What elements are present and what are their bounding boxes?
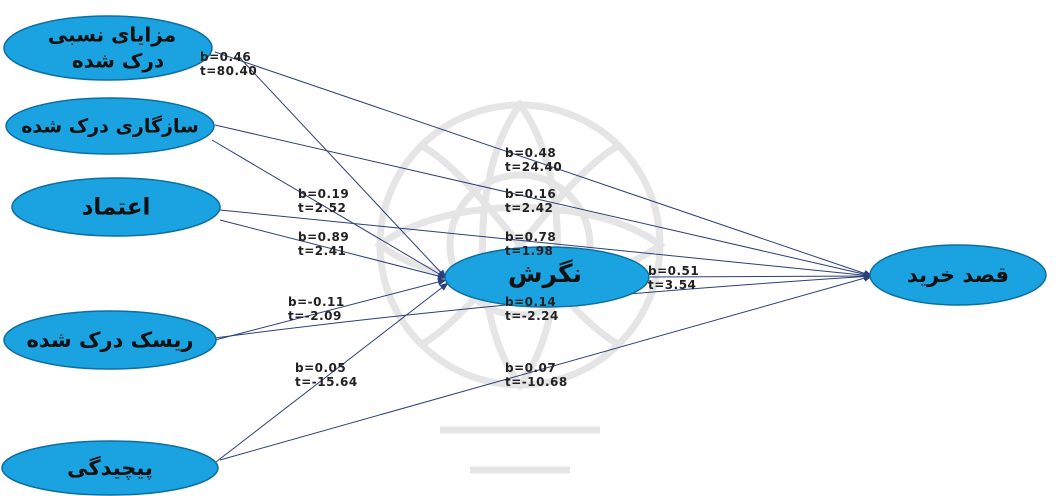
- coef-b-compatibility-intention: b=0.16: [505, 187, 556, 201]
- coef-t-trust-attitude: t=2.41: [298, 244, 346, 258]
- coef-t-compatibility-intention: t=2.42: [505, 201, 553, 215]
- coef-t-compatibility-attitude: t=2.52: [298, 201, 346, 215]
- edge-risk-attitude: [214, 278, 447, 341]
- node-attitude: نگرش: [444, 246, 650, 308]
- coef-b-complexity-attitude: b=0.05: [295, 361, 346, 375]
- node-label-compatibility: سازگاری درک شده: [21, 115, 199, 138]
- coef-t-risk-attitude: t=-2.09: [288, 309, 342, 323]
- node-label-perceived-risk: ریسک درک شده: [26, 328, 193, 352]
- edge-attitude-intention: [649, 272, 873, 280]
- coef-t-relative-advantage-attitude: t=80.40: [200, 64, 257, 78]
- coef-b-relative-advantage-attitude: b=0.46: [200, 50, 251, 64]
- edge-relative-advantage-attitude: [239, 57, 447, 279]
- coef-t-attitude-intention: t=3.54: [648, 278, 696, 292]
- node-label-attitude: نگرش: [508, 259, 582, 289]
- coef-t-risk-intention: t=-2.24: [505, 309, 559, 323]
- node-label-relative-advantage-line1: مزایای نسبی: [48, 23, 176, 47]
- coef-b-trust-attitude: b=0.89: [298, 230, 349, 244]
- node-perceived-risk: ریسک درک شده: [3, 310, 217, 370]
- edge-compatibility-intention: [214, 124, 873, 278]
- edge-complexity-intention: [219, 274, 873, 461]
- node-label-trust: اعتماد: [82, 195, 151, 221]
- node-purchase-intention: قصد خرید: [869, 244, 1047, 306]
- edge-complexity-attitude: [211, 282, 449, 466]
- coef-t-trust-intention: t=1.98: [505, 244, 553, 258]
- coef-b-attitude-intention: b=0.51: [648, 264, 699, 278]
- coefficient-labels: b=0.46 t=80.40 b=0.48 t=24.40 b=0.19 t=2…: [200, 50, 699, 389]
- coef-b-complexity-intention: b=0.07: [505, 361, 556, 375]
- node-relative-advantage: مزایای نسبی درک شده: [3, 15, 213, 81]
- coef-t-relative-advantage-intention: t=24.40: [505, 160, 562, 174]
- coef-b-risk-attitude: b=-0.11: [288, 295, 345, 309]
- coef-b-trust-intention: b=0.78: [505, 230, 556, 244]
- edge-compatibility-attitude: [211, 139, 447, 279]
- node-label-relative-advantage-line2: درک شده: [72, 49, 164, 73]
- node-label-complexity: پیچیدگی: [67, 455, 153, 480]
- node-trust: اعتماد: [11, 177, 221, 237]
- node-complexity: پیچیدگی: [1, 440, 219, 496]
- node-label-purchase-intention: قصد خرید: [907, 263, 1009, 287]
- coef-b-compatibility-attitude: b=0.19: [298, 187, 349, 201]
- coef-t-complexity-intention: t=-10.68: [505, 375, 568, 389]
- edges: [211, 51, 873, 466]
- coef-b-relative-advantage-intention: b=0.48: [505, 146, 556, 160]
- edge-trust-attitude: [219, 219, 447, 280]
- coef-t-complexity-attitude: t=-15.64: [295, 375, 358, 389]
- edge-relative-advantage-intention: [214, 51, 873, 277]
- node-compatibility: سازگاری درک شده: [5, 97, 215, 155]
- edge-trust-intention: [219, 209, 873, 279]
- coef-b-risk-intention: b=0.14: [505, 295, 556, 309]
